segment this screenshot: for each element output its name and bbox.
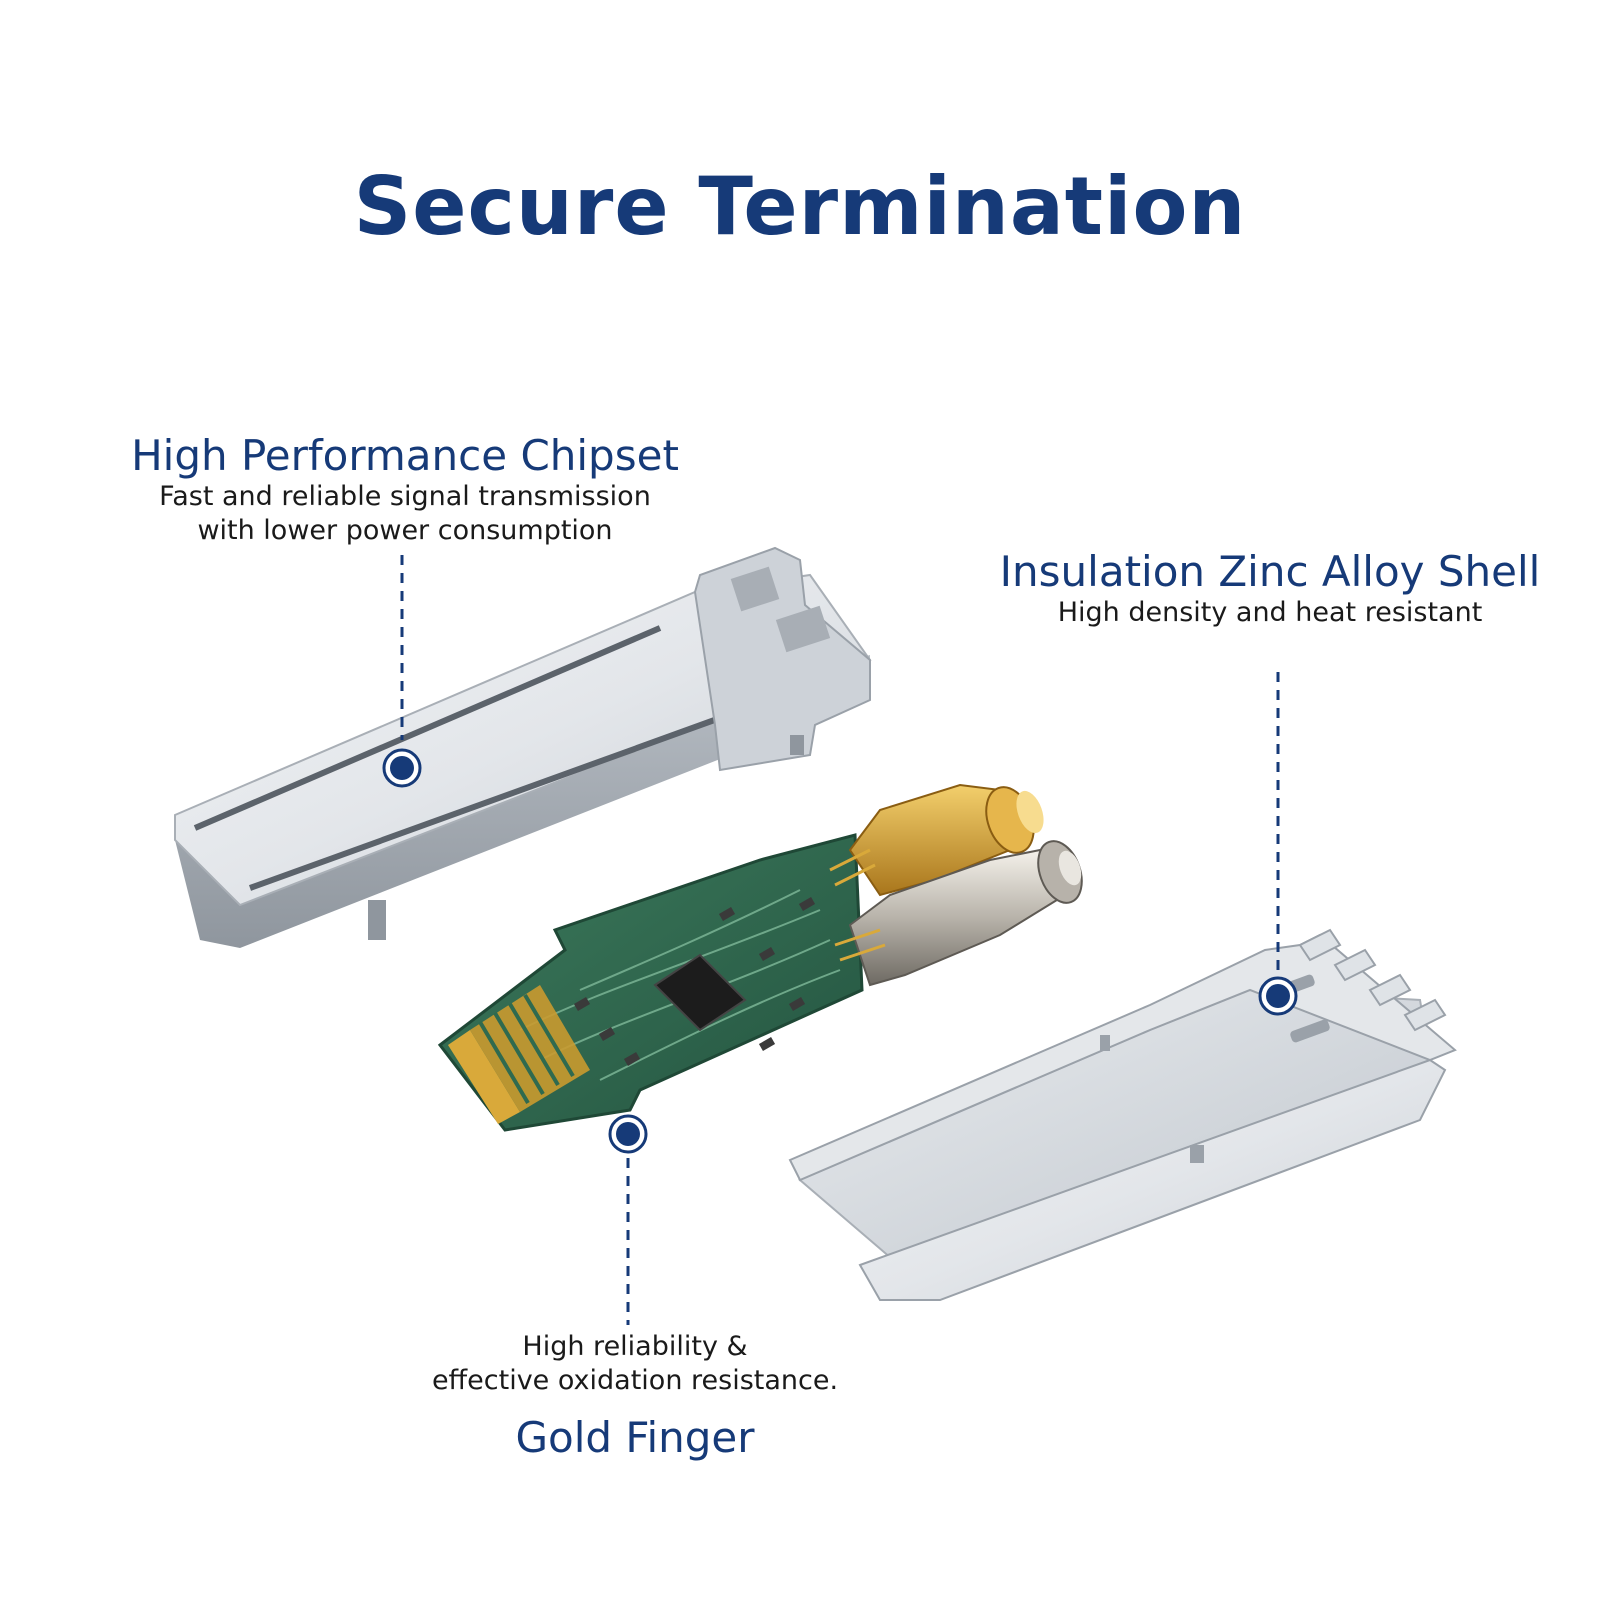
gold-finger-contacts (448, 985, 590, 1124)
gold-desc-line1: High reliability & (522, 1331, 748, 1362)
top-cover (174, 546, 872, 948)
gold-title: Gold Finger (515, 1412, 755, 1462)
chipset-desc-line1: Fast and reliable signal transmission (159, 481, 651, 513)
chipset-ic (653, 953, 747, 1032)
optical-receiver (848, 783, 1044, 897)
shell-title: Insulation Zinc Alloy Shell (999, 547, 1541, 596)
shell-desc-line1: High density and heat resistant (1057, 597, 1483, 629)
callout-chipset (382, 555, 422, 788)
callout-gold-finger (608, 1114, 648, 1325)
chipset-title: High Performance Chipset (131, 431, 679, 480)
shell-label: Insulation Zinc Alloy Shell High density… (990, 547, 1550, 630)
gold-finger-label: High reliability & effective oxidation r… (380, 1330, 890, 1462)
pcb-assembly (437, 783, 1083, 1132)
chipset-desc-line2: with lower power consumption (197, 515, 613, 547)
page-title: Secure Termination (353, 160, 1247, 253)
chipset-label: High Performance Chipset Fast and reliab… (100, 431, 710, 548)
optical-transmitter (848, 840, 1083, 987)
callout-shell (1258, 672, 1298, 1016)
bottom-shell (788, 928, 1457, 1301)
gold-desc-line2: effective oxidation resistance. (431, 1364, 839, 1396)
